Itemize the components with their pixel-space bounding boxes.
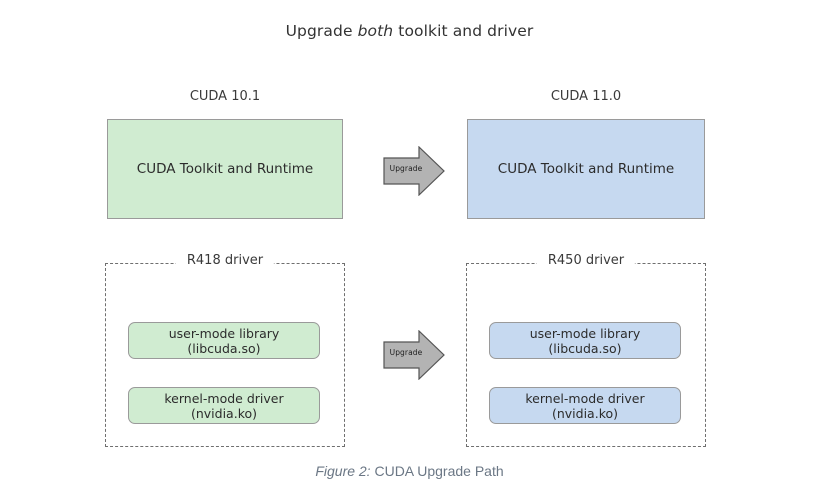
driver-chip-line2: (libcuda.so) (548, 340, 622, 356)
driver-group-r418-label: R418 driver (175, 253, 275, 268)
column-heading-cuda-11-0: CUDA 11.0 (550, 89, 622, 104)
driver-group-r450-label: R450 driver (536, 253, 636, 268)
column-heading-cuda-10-1: CUDA 10.1 (189, 89, 261, 104)
driver-chip-kernel-mode-driver: kernel-mode driver (nvidia.ko) (128, 387, 320, 424)
figure-caption-label: Figure 2: (315, 463, 371, 479)
diagram-title-suffix: toolkit and driver (393, 22, 534, 40)
driver-chip-line2: (libcuda.so) (187, 340, 261, 356)
toolkit-box-right: CUDA Toolkit and Runtime (467, 119, 705, 219)
driver-chip-line1: kernel-mode driver (525, 390, 645, 406)
figure-caption: Figure 2: CUDA Upgrade Path (0, 463, 819, 479)
toolkit-box-right-label: CUDA Toolkit and Runtime (497, 161, 675, 177)
driver-group-r450: R450 driver user-mode library (libcuda.s… (466, 253, 706, 447)
toolkit-box-left-label: CUDA Toolkit and Runtime (136, 161, 314, 177)
driver-chip-line1: kernel-mode driver (164, 390, 284, 406)
driver-upgrade-arrow: Upgrade (383, 330, 445, 380)
driver-chip-line1: user-mode library (168, 325, 280, 341)
driver-chip-line1: user-mode library (529, 325, 641, 341)
figure-caption-text: CUDA Upgrade Path (370, 463, 504, 479)
toolkit-box-left: CUDA Toolkit and Runtime (107, 119, 343, 219)
driver-chip-line2: (nvidia.ko) (551, 405, 619, 421)
driver-chip-line2: (nvidia.ko) (190, 405, 258, 421)
driver-chip-user-mode-library: user-mode library (libcuda.so) (128, 322, 320, 359)
diagram-title: Upgrade both toolkit and driver (0, 22, 819, 40)
driver-chip-user-mode-library: user-mode library (libcuda.so) (489, 322, 681, 359)
driver-chip-kernel-mode-driver: kernel-mode driver (nvidia.ko) (489, 387, 681, 424)
right-arrow-icon (383, 330, 445, 380)
driver-group-r418: R418 driver user-mode library (libcuda.s… (105, 253, 345, 447)
diagram-title-emphasis: both (357, 22, 394, 40)
diagram-title-prefix: Upgrade (285, 22, 358, 40)
right-arrow-icon (383, 146, 445, 196)
toolkit-upgrade-arrow: Upgrade (383, 146, 445, 196)
